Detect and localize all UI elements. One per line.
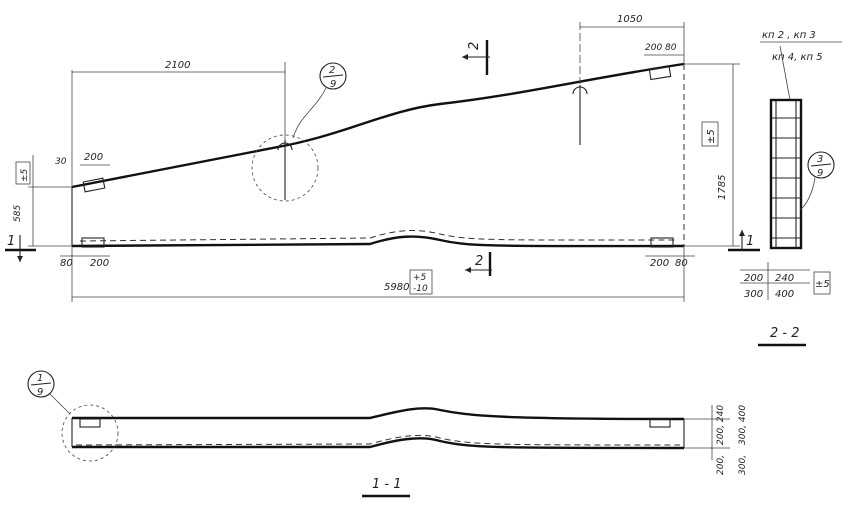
svg-text:3: 3: [817, 154, 823, 165]
section-2-2-title: 2 - 2: [770, 326, 800, 341]
cross-section-outline: [769, 98, 803, 250]
tol-right: ±5: [706, 129, 717, 144]
s11-plate-right: [649, 418, 671, 428]
section-1-1-bottom-edge: [72, 437, 685, 450]
rebar-labels-line1: кп 2 , кп 3: [762, 30, 816, 41]
dim-240-s22: 240: [775, 273, 794, 284]
beam-bottom-edge: [71, 235, 685, 248]
tol-box-left: [15, 161, 31, 185]
svg-text:9: 9: [817, 168, 823, 179]
dim-200-bottom-right: 200: [650, 258, 669, 269]
dim-5980: 5980: [384, 282, 409, 293]
section-1-1: 1 9 200, 240 300, 400 200, 300, 1 - 1: [27, 370, 748, 498]
dim-s11-right-bottom: 300, 400: [738, 405, 748, 445]
svg-text:1: 1: [7, 234, 15, 249]
plate-bottom-left: [81, 237, 105, 248]
tol-box-right: [701, 121, 719, 147]
svg-text:2: 2: [467, 42, 482, 50]
rebar-labels-line2: кп 4, кп 5: [772, 52, 823, 63]
section-1-1-top-edge: [72, 407, 685, 421]
svg-text:1: 1: [746, 234, 754, 249]
dim-585: 585: [13, 205, 23, 222]
svg-text:300,: 300,: [738, 455, 748, 475]
svg-text:200,: 200,: [716, 455, 726, 475]
section-1-1-title: 1 - 1: [372, 477, 402, 492]
dim-300-s22: 300: [744, 289, 763, 300]
dim-200-left: 200: [84, 152, 103, 163]
plan-view: 2100 1050 200 80 30 200 585 ±5 1785 ±5 8…: [5, 14, 760, 302]
s11-plate-left: [79, 418, 101, 428]
dim-2100: 2100: [165, 60, 190, 71]
plate-bottom-right: [650, 237, 674, 248]
dim-5980-tol-plus: +5: [413, 273, 427, 283]
callout-2-9: 2 9: [292, 62, 347, 139]
section-2-2: кп 2 , кп 3 кп 4, кп 5 3 9 200: [740, 30, 842, 347]
dim-80-bottom-right: 80: [675, 258, 688, 269]
svg-text:1: 1: [37, 373, 43, 384]
section-marker-2-bottom: 2: [465, 252, 492, 276]
dim-200-80-top: 200 80: [645, 43, 677, 53]
callout-3-9: 3 9: [799, 151, 835, 211]
svg-text:2: 2: [475, 254, 483, 269]
dim-1050: 1050: [617, 14, 642, 25]
beam-top-edge: [71, 62, 685, 189]
tol-left: ±5: [20, 168, 30, 182]
dim-80-left: 80: [60, 258, 73, 269]
beam-inner-dashed: [79, 230, 679, 242]
dim-s11-right-top: 200, 240: [716, 405, 726, 445]
dim-30: 30: [55, 157, 67, 167]
section-marker-2-top: 2: [462, 40, 490, 75]
dim-5980-tol-minus: -10: [413, 284, 428, 294]
plate-top-right: [648, 65, 672, 81]
dim-200-s22: 200: [744, 273, 763, 284]
section-marker-1-right: 1: [728, 230, 760, 252]
tol-s22: ±5: [815, 279, 830, 290]
callout-1-9: 1 9: [27, 370, 71, 415]
dim-1785: 1785: [717, 175, 728, 200]
dim-200-bottom-left: 200: [90, 258, 109, 269]
plate-top-left: [82, 177, 106, 193]
lifting-loop-right: [572, 22, 588, 145]
section-marker-1-left: 1: [5, 234, 36, 262]
lifting-loop-left: [251, 134, 319, 202]
svg-text:9: 9: [37, 387, 43, 398]
svg-text:9: 9: [330, 79, 336, 90]
svg-text:2: 2: [329, 65, 335, 76]
dim-400-s22: 400: [775, 289, 794, 300]
stirrups: [771, 117, 801, 239]
